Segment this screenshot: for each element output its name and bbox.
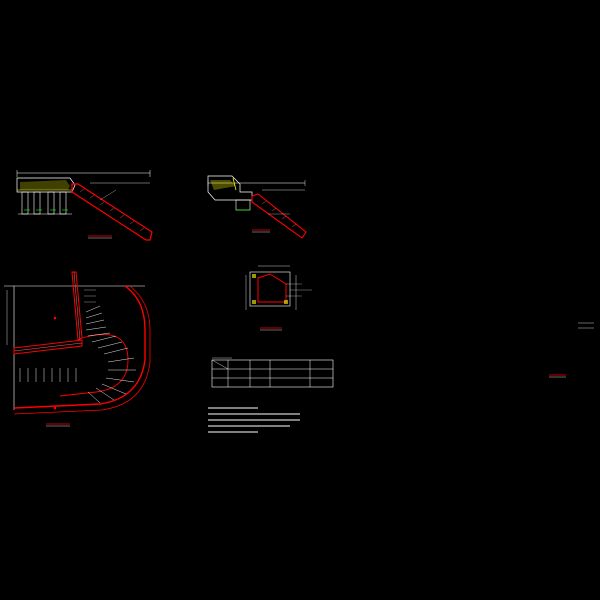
inner-arc [59,334,129,397]
curved-wing-wall [13,285,146,409]
road-body [16,177,76,193]
slope-section [71,183,153,241]
notes-block [208,407,300,433]
section-view-b [207,175,307,239]
quantity-table [211,357,334,388]
plan-band [13,339,83,355]
pile-group [18,191,72,215]
radial-steps [85,305,136,404]
marker-dot [53,316,57,320]
plan-view [4,271,151,427]
abutment-body [207,175,253,201]
hatch-fill [20,180,70,190]
marker-dot [53,406,57,410]
detail-outline [249,271,291,307]
table-frame [211,359,334,388]
slope-section [251,193,307,239]
notes-text-lines [208,407,300,433]
detail-inner-section [257,273,287,303]
detail-section [245,265,312,331]
side-annotation [549,322,594,378]
section-view-a [16,170,153,241]
